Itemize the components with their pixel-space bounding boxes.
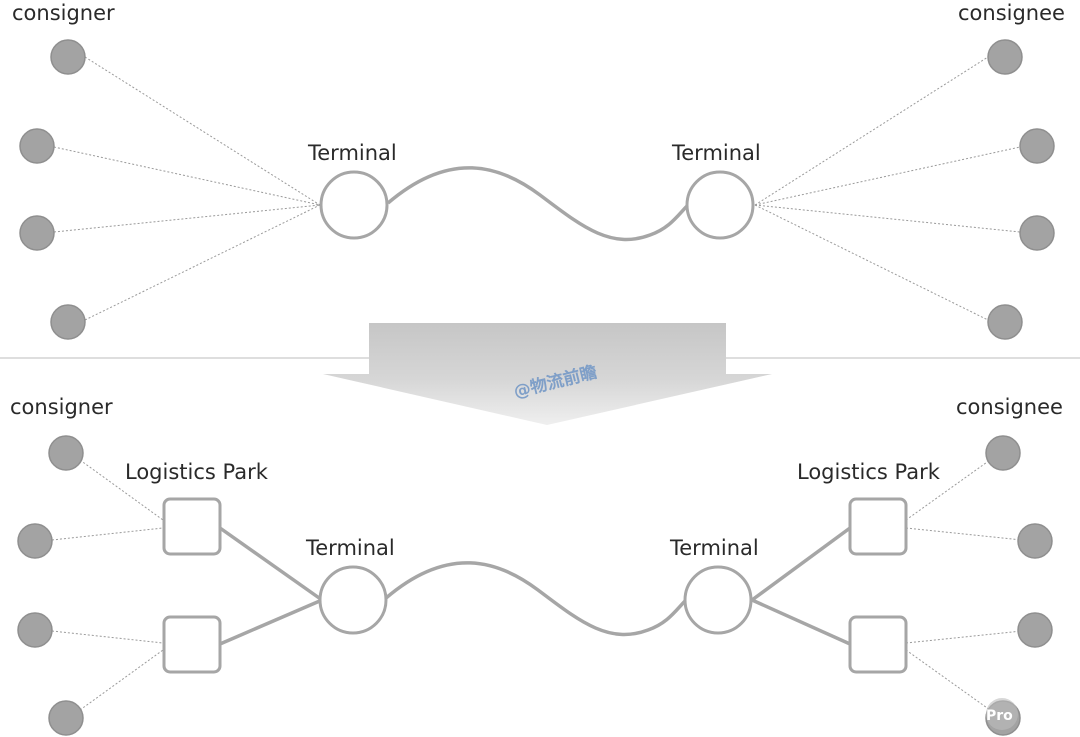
top-link-consigner-3 <box>53 204 321 233</box>
top-consigner-node-3 <box>19 215 55 251</box>
top-trunk-line <box>386 166 690 242</box>
top-consigner-label: consigner <box>12 1 115 25</box>
bottom-consigner-label: consigner <box>10 395 113 419</box>
bottom-terminal-right-label: Terminal <box>669 536 759 560</box>
bottom-terminal-left-node <box>318 565 388 635</box>
bottom-consigner-node-1 <box>48 435 84 471</box>
bottom-park-right-node-2 <box>848 615 908 674</box>
top-terminal-right-node <box>685 170 755 240</box>
bottom-link-consignee-3 <box>905 630 1023 644</box>
top-section: consigner consignee Terminal Terminal <box>12 1 1065 340</box>
top-consignee-links <box>754 56 1021 321</box>
transition-arrow <box>323 323 772 425</box>
bottom-link-consignee-4 <box>905 649 991 711</box>
top-consignee-label: consignee <box>958 1 1065 25</box>
bottom-consignee-node-1 <box>985 435 1021 471</box>
bottom-link-consignee-2 <box>905 527 1023 541</box>
top-consigner-links <box>53 56 321 321</box>
bottom-link-park-terminal-right-1 <box>750 526 852 602</box>
bottom-link-park-terminal-right-2 <box>751 598 851 646</box>
top-consigner-node-2 <box>19 128 55 164</box>
bottom-link-consigner-4 <box>79 649 164 711</box>
bottom-link-park-terminal-left-2 <box>219 598 323 646</box>
top-consignee-node-1 <box>987 39 1023 75</box>
top-consigner-node-4 <box>50 304 86 340</box>
bottom-consigner-links <box>51 459 164 711</box>
bottom-terminal-right-node <box>683 565 753 635</box>
bottom-consignee-links <box>905 459 1023 711</box>
top-terminal-right-label: Terminal <box>671 141 761 165</box>
bottom-consigner-node-3 <box>17 612 53 648</box>
top-link-consignee-4 <box>754 204 989 321</box>
top-link-consigner-2 <box>53 146 321 206</box>
bottom-section: consigner consignee Logistics Park Logis… <box>10 395 1063 736</box>
bottom-park-right-node-1 <box>848 497 908 556</box>
bottom-trunk-line <box>384 561 688 637</box>
corner-logo-badge <box>986 698 1018 730</box>
bottom-consignee-node-2 <box>1017 523 1053 559</box>
bottom-terminal-left-label: Terminal <box>305 536 395 560</box>
bottom-park-left-label: Logistics Park <box>125 460 269 484</box>
bottom-link-consigner-1 <box>79 459 164 521</box>
bottom-park-left-node-1 <box>162 497 222 556</box>
bottom-consignee-node-3 <box>1017 612 1053 648</box>
top-link-consignee-3 <box>754 204 1021 233</box>
top-link-consignee-1 <box>754 56 989 206</box>
bottom-link-consigner-2 <box>51 527 164 541</box>
bottom-consigner-node-2 <box>17 523 53 559</box>
bottom-link-park-terminal-left-1 <box>218 526 324 602</box>
top-consignee-node-2 <box>1019 128 1055 164</box>
top-consignee-node-4 <box>987 304 1023 340</box>
top-link-consignee-2 <box>754 146 1021 206</box>
top-link-consigner-4 <box>84 204 321 321</box>
corner-logo: Pro <box>986 698 1018 730</box>
corner-logo-text: Pro <box>986 708 1013 724</box>
top-terminal-left-label: Terminal <box>307 141 397 165</box>
top-link-consigner-1 <box>84 56 321 206</box>
bottom-consigner-node-4 <box>48 700 84 736</box>
bottom-park-right-label: Logistics Park <box>797 460 941 484</box>
bottom-consignee-label: consignee <box>956 395 1063 419</box>
top-consignee-node-3 <box>1019 215 1055 251</box>
bottom-link-consignee-1 <box>905 459 991 521</box>
bottom-park-left-node-2 <box>162 615 222 674</box>
bottom-link-consigner-3 <box>51 630 164 644</box>
top-terminal-left-node <box>319 170 389 240</box>
top-consigner-node-1 <box>50 39 86 75</box>
